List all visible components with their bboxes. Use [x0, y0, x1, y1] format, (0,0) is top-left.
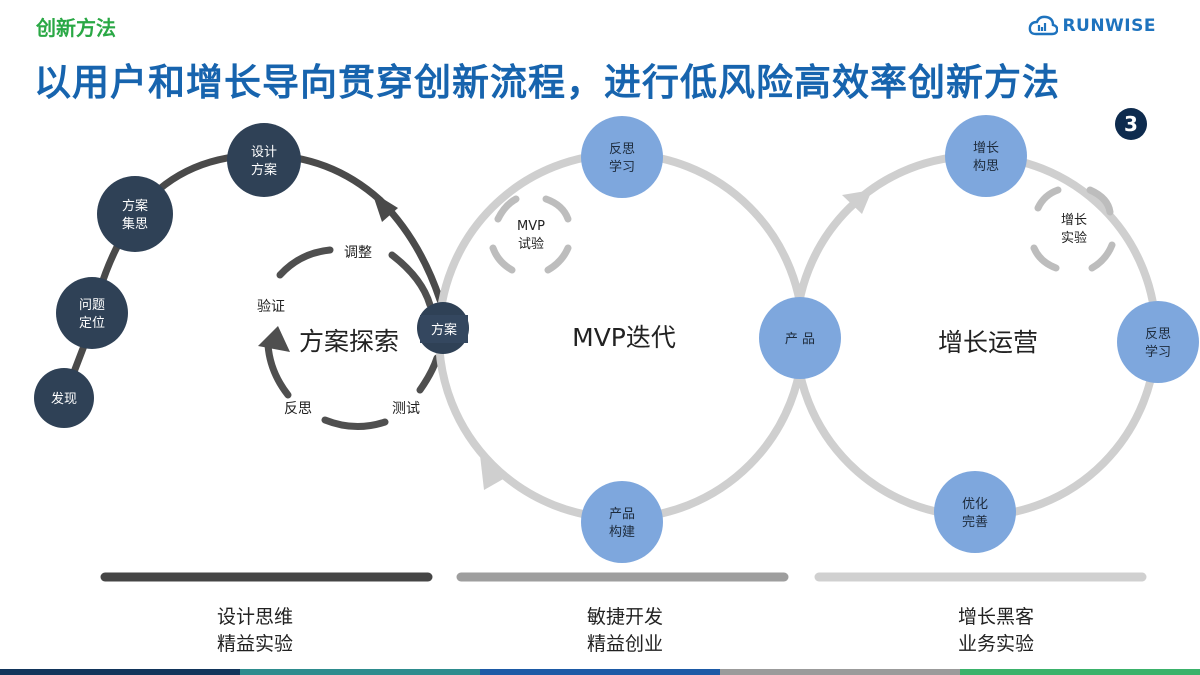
bar-caption-line: 敏捷开发: [586, 606, 663, 628]
mvp-inner-loop: [489, 195, 572, 274]
growth-node-reflect: 反思学习: [1117, 301, 1199, 383]
chain-arrow-head: [372, 192, 398, 222]
bar-caption-line: 设计思维: [216, 606, 293, 628]
growth-node-ideation: 增长构思: [945, 115, 1027, 197]
blue-node-label: 产品构建: [609, 507, 635, 540]
mvp-node-reflect: 反思学习: [581, 116, 663, 198]
logo-text: RUNWISE: [1062, 16, 1156, 36]
runwise-logo: RUNWISE: [1028, 14, 1156, 38]
blue-node-label: 优化完善: [962, 497, 988, 530]
bar-caption-line: 精益创业: [586, 633, 663, 655]
chain-node-discover: 发现: [34, 368, 94, 428]
explore-step-reflect: 反思: [284, 401, 312, 417]
bar-caption-growth: 增长黑客 业务实验: [896, 604, 1096, 658]
growth-title: 增长运营: [938, 328, 1038, 357]
footer-segment: [720, 669, 960, 675]
growth-inner-label: 增长实验: [1061, 213, 1087, 246]
mvp-title: MVP迭代: [572, 323, 676, 352]
page-number-badge: 3: [1115, 108, 1147, 140]
mvp-node-build: 产品构建: [581, 481, 663, 563]
growth-node-optimize: 优化完善: [934, 471, 1016, 553]
explore-title: 方案探索: [299, 327, 399, 356]
bar-caption-line: 精益实验: [216, 633, 293, 655]
explore-step-verify: 验证: [257, 299, 285, 315]
explore-arc-right: [388, 251, 434, 309]
chain-node-label: 方案集思: [122, 198, 148, 232]
chain-node-label: 问题定位: [79, 298, 105, 331]
bar-caption-line: 业务实验: [957, 633, 1034, 655]
growth-arrow-head: [842, 190, 872, 214]
blue-node-label: 增长构思: [973, 141, 999, 174]
footer-segment: [960, 669, 1200, 675]
explore-arc-lower-right: [416, 354, 441, 394]
blue-node-label: 反思学习: [1145, 327, 1171, 360]
bar-caption-line: 增长黑客: [957, 606, 1034, 628]
bar-caption-design: 设计思维 精益实验: [155, 604, 355, 658]
chain-node-ideation: 方案集思: [97, 176, 173, 252]
footer-segment: [480, 669, 720, 675]
chain-node-design: 设计方案: [227, 123, 301, 197]
explore-step-adjust: 调整: [344, 245, 372, 261]
blue-node-label: 反思学习: [609, 142, 635, 175]
explore-hub-node: 方案: [417, 302, 469, 354]
cloud-logo-icon: [1029, 15, 1059, 36]
explore-loop: [264, 246, 441, 430]
page-title: 以用户和增长导向贯穿创新流程，进行低风险高效率创新方法: [34, 61, 1060, 104]
hub-label: 方案: [431, 322, 457, 338]
explore-arc-bottom: [321, 416, 389, 430]
shared-product-node: 产 品: [759, 297, 841, 379]
footer-color-strip: [0, 669, 1200, 675]
explore-arc-top: [276, 246, 334, 279]
footer-segment: [240, 669, 480, 675]
growth-inner-loop: [1030, 186, 1116, 272]
shared-node-label: 产 品: [785, 332, 815, 347]
explore-arrow-head: [258, 326, 290, 352]
footer-segment: [0, 669, 240, 675]
chain-node-label: 设计方案: [251, 145, 277, 178]
mvp-arrow-head: [480, 455, 505, 490]
bar-caption-agile: 敏捷开发 精益创业: [525, 604, 725, 658]
chain-node-problem: 问题定位: [56, 277, 128, 349]
explore-step-test: 测试: [392, 401, 420, 417]
section-label: 创新方法: [36, 16, 116, 40]
chain-node-label: 发现: [51, 391, 77, 407]
explore-arc-left: [264, 341, 292, 399]
